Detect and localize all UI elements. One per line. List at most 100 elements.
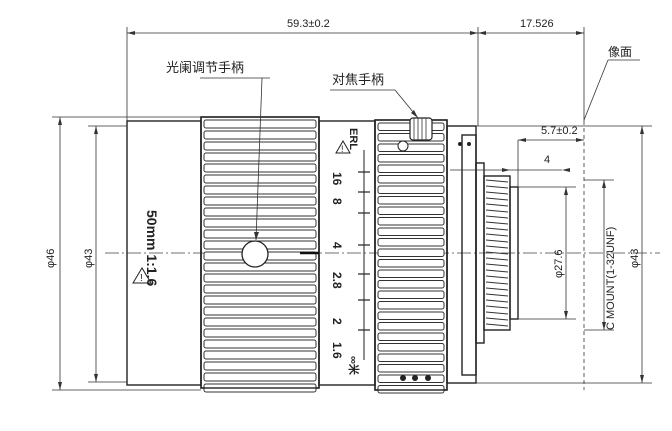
- dimension-mount-protrusion: [517, 138, 584, 187]
- knurl-rib: [203, 163, 317, 173]
- thread-line: [485, 239, 509, 243]
- knurl-rib: [203, 174, 317, 184]
- thread-line: [485, 317, 509, 321]
- bottom-screw-marks: [400, 142, 471, 381]
- thread-line: [485, 215, 509, 219]
- knurl-rib: [377, 143, 445, 152]
- thread-line: [485, 197, 509, 201]
- aperture-2-8: 2.8: [330, 272, 344, 289]
- knurl-rib: [203, 372, 317, 382]
- dimension-inner-diameter-label: φ43: [83, 249, 95, 268]
- dimension-flange: [478, 27, 585, 121]
- dimension-right-diameter-label: φ43: [629, 249, 641, 268]
- dimension-outer-diameter-label: φ46: [45, 249, 57, 268]
- knurl-rib: [203, 328, 317, 338]
- thread-line: [485, 209, 509, 213]
- dimension-flange-label: 17.526: [520, 18, 554, 30]
- focus-handle-knob[interactable]: [397, 117, 433, 152]
- aperture-1-6: 1.6: [330, 342, 344, 359]
- knurl-rib: [377, 385, 445, 394]
- image-plane-label: 像面: [608, 45, 632, 59]
- knurl-rib: [377, 322, 445, 331]
- knurl-rib: [203, 295, 317, 305]
- dimension-length-label: 59.3±0.2: [287, 18, 330, 30]
- thread-line: [485, 275, 509, 279]
- knurl-rib: [377, 353, 445, 362]
- thread-line: [485, 281, 509, 285]
- knurl-rib: [203, 339, 317, 349]
- thread-line: [485, 293, 509, 297]
- knurl-rib: [377, 196, 445, 205]
- thread-line: [485, 251, 509, 255]
- aperture-16: 16: [330, 172, 344, 186]
- dimension-step-label: 4: [544, 154, 550, 166]
- dimension-outer-diameter: [52, 116, 201, 391]
- knurl-rib: [377, 301, 445, 310]
- knurl-rib: [377, 269, 445, 278]
- focus-handle-leader: [330, 89, 419, 119]
- aperture-2: 2: [330, 318, 344, 325]
- knurl-rib: [203, 317, 317, 327]
- knurl-rib: [377, 364, 445, 373]
- knurl-rib: [203, 207, 317, 217]
- knurl-rib: [377, 164, 445, 173]
- knurl-rib: [377, 238, 445, 247]
- knurl-rib: [203, 229, 317, 239]
- knurl-rib: [377, 280, 445, 289]
- knurl-rib: [377, 343, 445, 352]
- knurl-rib: [377, 248, 445, 257]
- thread-line: [485, 191, 509, 195]
- knurl-rib: [203, 141, 317, 151]
- thread-line: [485, 305, 509, 309]
- knurl-rib: [203, 306, 317, 316]
- dimension-right-diameter: [476, 125, 652, 384]
- knurl-rib: [377, 154, 445, 163]
- knurl-rib: [203, 361, 317, 371]
- knurl-rib: [377, 311, 445, 320]
- thread-line: [485, 185, 509, 189]
- warning-icon-front: !: [132, 267, 152, 284]
- knurl-rib: [203, 218, 317, 228]
- knurl-rib: [203, 350, 317, 360]
- knurl-rib: [203, 196, 317, 206]
- thread-line: [485, 311, 509, 315]
- focus-handle-label: 对焦手柄: [332, 72, 384, 87]
- thread-line: [485, 203, 509, 207]
- thread-line: [485, 287, 509, 291]
- knurl-rib: [203, 273, 317, 283]
- focus-near-mark: ERL: [347, 128, 359, 150]
- knurl-rib: [377, 374, 445, 383]
- thread-line: [485, 221, 509, 225]
- knurl-rib: [377, 217, 445, 226]
- knurl-rib: [377, 185, 445, 194]
- iris-handle-leader: [200, 77, 270, 241]
- knurl-rib: [377, 290, 445, 299]
- knurl-rib: [377, 175, 445, 184]
- thread-line: [485, 263, 509, 267]
- c-mount-thread: [483, 175, 519, 331]
- knurl-rib: [203, 185, 317, 195]
- thread-line: [485, 269, 509, 273]
- focus-far-mark: ∞米: [347, 356, 361, 376]
- thread-line: [485, 227, 509, 231]
- knurl-rib: [203, 152, 317, 162]
- dimension-mount-step: [450, 168, 570, 172]
- dimension-inner-diameter: [88, 125, 127, 383]
- knurl-rib: [377, 259, 445, 268]
- dimension-protrusion-label: 5.7±0.2: [541, 125, 578, 137]
- aperture-values: 16 8 4 2.8 2 1.6: [330, 172, 344, 359]
- thread-line: [485, 299, 509, 303]
- rear-body: [446, 125, 485, 384]
- aperture-scale: [300, 150, 370, 360]
- lens-model-label: 50mm 1:1.6: [144, 210, 160, 286]
- svg-text:!: !: [341, 144, 344, 154]
- iris-adjust-knob[interactable]: [241, 240, 269, 268]
- iris-handle-label: 光阑调节手柄: [166, 60, 244, 75]
- aperture-4: 4: [330, 242, 344, 249]
- thread-line: [485, 245, 509, 249]
- warning-icon: !: [335, 140, 351, 154]
- knurl-rib: [377, 206, 445, 215]
- dimension-thread-label: φ27.6: [553, 249, 565, 278]
- c-mount-label: C MOUNT(1-32UNF): [605, 227, 617, 330]
